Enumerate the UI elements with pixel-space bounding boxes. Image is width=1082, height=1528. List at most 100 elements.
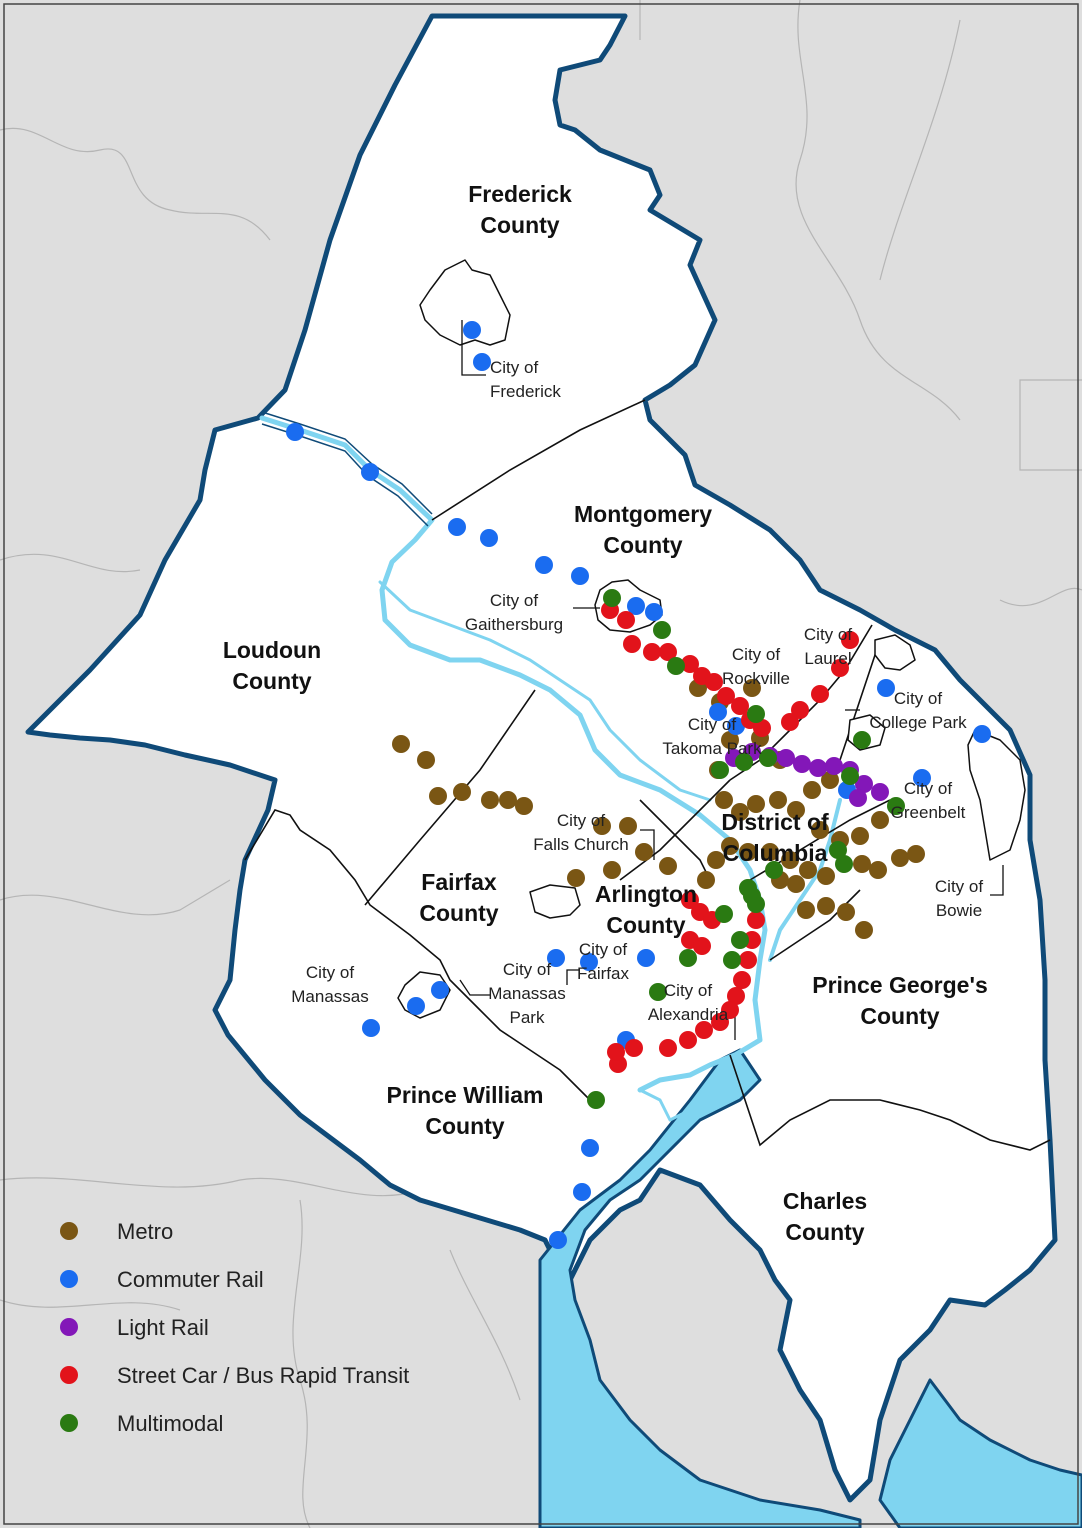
station-marker bbox=[721, 731, 739, 749]
station-marker bbox=[973, 725, 991, 743]
county-label-line: County bbox=[419, 900, 498, 926]
city-label-line: Park bbox=[510, 1008, 545, 1027]
station-marker bbox=[739, 951, 757, 969]
city-label-line: Laurel bbox=[804, 649, 851, 668]
county-label-line: Prince George's bbox=[812, 972, 988, 998]
station-marker bbox=[811, 685, 829, 703]
station-marker bbox=[362, 1019, 380, 1037]
station-marker bbox=[549, 1231, 567, 1249]
legend-label: Street Car / Bus Rapid Transit bbox=[117, 1363, 409, 1388]
station-marker bbox=[851, 827, 869, 845]
station-marker bbox=[535, 556, 553, 574]
county-label-line: County bbox=[425, 1113, 504, 1139]
station-marker bbox=[831, 659, 849, 677]
county-label-line: Arlington bbox=[595, 881, 697, 907]
station-marker bbox=[707, 851, 725, 869]
county-label-line: County bbox=[232, 668, 311, 694]
city-label-line: City of bbox=[894, 689, 942, 708]
county-label-line: County bbox=[480, 212, 559, 238]
station-marker bbox=[891, 849, 909, 867]
station-marker bbox=[733, 971, 751, 989]
city-label-line: Alexandria bbox=[648, 1005, 729, 1024]
station-marker bbox=[811, 821, 829, 839]
station-marker bbox=[463, 321, 481, 339]
station-marker bbox=[286, 423, 304, 441]
station-marker bbox=[453, 783, 471, 801]
station-marker bbox=[829, 841, 847, 859]
legend-swatch bbox=[60, 1270, 78, 1288]
station-marker bbox=[653, 621, 671, 639]
station-marker bbox=[747, 895, 765, 913]
county-label-line: Columbia bbox=[723, 840, 828, 866]
city-label-line: City of bbox=[935, 877, 983, 896]
station-marker bbox=[731, 697, 749, 715]
station-marker bbox=[777, 749, 795, 767]
station-marker bbox=[681, 891, 699, 909]
city-label-line: City of bbox=[490, 358, 538, 377]
station-marker bbox=[667, 657, 685, 675]
station-marker bbox=[617, 611, 635, 629]
station-marker bbox=[803, 781, 821, 799]
legend-swatch bbox=[60, 1222, 78, 1240]
station-marker bbox=[627, 597, 645, 615]
legend-label: Multimodal bbox=[117, 1411, 223, 1436]
station-marker bbox=[849, 789, 867, 807]
station-marker bbox=[547, 949, 565, 967]
station-marker bbox=[695, 1021, 713, 1039]
county-label-line: Fairfax bbox=[421, 869, 497, 895]
rivers bbox=[259, 415, 842, 1122]
station-marker bbox=[791, 701, 809, 719]
county-label-line: District of bbox=[721, 809, 829, 835]
station-marker bbox=[787, 801, 805, 819]
station-marker bbox=[499, 791, 517, 809]
city-label-line: Gaithersburg bbox=[465, 615, 563, 634]
city-label-line: City of bbox=[306, 963, 354, 982]
station-marker bbox=[797, 901, 815, 919]
county-label-line: Montgomery bbox=[574, 501, 712, 527]
county-label-line: Loudoun bbox=[223, 637, 321, 663]
station-marker bbox=[392, 735, 410, 753]
station-marker bbox=[649, 983, 667, 1001]
city-label-line: City of bbox=[688, 715, 736, 734]
station-marker bbox=[417, 751, 435, 769]
county-label-line: County bbox=[860, 1003, 939, 1029]
station-marker bbox=[679, 1031, 697, 1049]
station-marker bbox=[431, 981, 449, 999]
legend-label: Commuter Rail bbox=[117, 1267, 264, 1292]
legend-swatch bbox=[60, 1318, 78, 1336]
station-marker bbox=[571, 567, 589, 585]
station-marker bbox=[809, 759, 827, 777]
station-marker bbox=[637, 949, 655, 967]
city-label-line: Fairfax bbox=[577, 964, 629, 983]
county-label-line: Frederick bbox=[468, 181, 572, 207]
water-bodies bbox=[538, 1048, 1082, 1528]
station-marker bbox=[735, 753, 753, 771]
station-marker bbox=[721, 837, 739, 855]
station-markers bbox=[286, 321, 991, 1249]
station-marker bbox=[793, 755, 811, 773]
station-marker bbox=[715, 791, 733, 809]
city-label-line: City of bbox=[732, 645, 780, 664]
station-marker bbox=[711, 761, 729, 779]
station-marker bbox=[723, 951, 741, 969]
station-marker bbox=[759, 749, 777, 767]
station-marker bbox=[429, 787, 447, 805]
station-marker bbox=[727, 717, 745, 735]
station-marker bbox=[841, 767, 859, 785]
station-marker bbox=[747, 911, 765, 929]
station-marker bbox=[841, 631, 859, 649]
station-marker bbox=[747, 795, 765, 813]
station-marker bbox=[871, 811, 889, 829]
city-label-line: City of bbox=[904, 779, 952, 798]
station-marker bbox=[821, 771, 839, 789]
